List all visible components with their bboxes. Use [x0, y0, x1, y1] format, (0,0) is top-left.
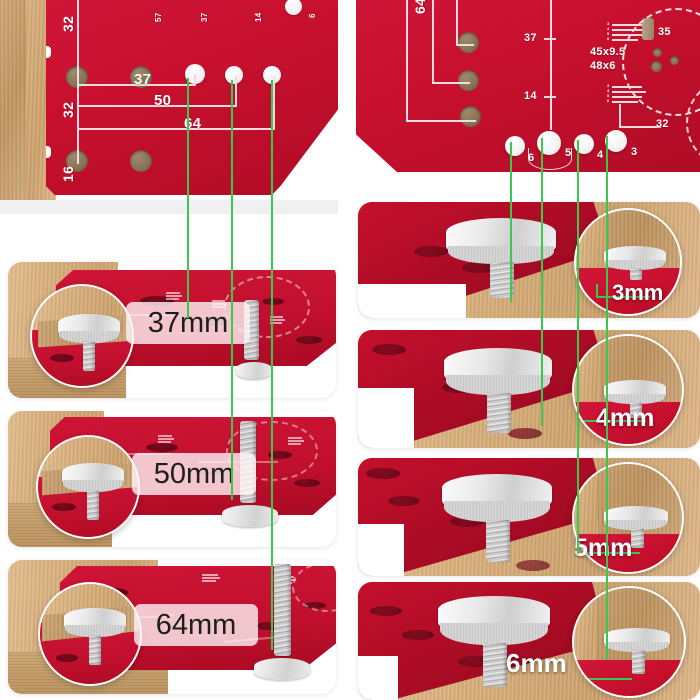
hole-caption-5-right: 5 — [565, 147, 572, 159]
post-base-37mm — [236, 362, 272, 379]
dim-label-32-right: 32 — [656, 118, 669, 130]
dim-label-16-left: 16 — [60, 165, 76, 182]
wood-edge-left — [0, 0, 26, 200]
callout-card-5mm[interactable]: 5mm — [358, 458, 700, 576]
thumb-screw-4mm — [444, 348, 552, 434]
magnifier-6mm — [572, 586, 686, 698]
callout-card-4mm[interactable]: 4mm — [358, 330, 700, 448]
callout-label-64mm: 64mm — [134, 604, 258, 646]
magnifier-64mm — [38, 582, 142, 686]
seam-left — [0, 200, 338, 214]
threaded-post-64mm — [274, 564, 291, 656]
dim-label-37-left: 37 — [134, 71, 152, 88]
dim-label-32-upper-left: 32 — [60, 15, 76, 32]
dim-label-35-right: 35 — [658, 26, 671, 38]
callout-card-3mm[interactable]: 3mm — [358, 202, 700, 318]
dim-label-14-left: 14 — [254, 12, 263, 23]
marker-hole-3 — [605, 130, 627, 152]
post-base-50mm — [222, 505, 278, 527]
dim-label-37-right: 37 — [524, 32, 537, 44]
leader-line-5mm — [577, 140, 579, 554]
dim-label-50-left: 50 — [154, 92, 172, 109]
thumb-screw-6mm — [438, 596, 550, 688]
thumb-screw-5mm — [442, 474, 552, 564]
magnifier-4mm — [572, 334, 684, 446]
post-base-64mm — [254, 658, 310, 680]
leader-line-64mm — [271, 80, 273, 650]
marker-hole-4 — [574, 134, 594, 154]
callout-label-6mm: 6mm — [506, 648, 567, 678]
leader-line-4mm — [541, 138, 543, 426]
callout-label-4mm: 4mm — [596, 404, 655, 432]
leader-line-3mm — [510, 142, 512, 302]
leader-line-50mm — [231, 80, 233, 500]
hole-caption-3-right: 3 — [631, 146, 638, 158]
magnifier-3mm — [574, 208, 682, 316]
marker-hole-6 — [505, 136, 525, 156]
callout-card-37mm[interactable]: 37mm — [8, 262, 336, 398]
slot-spec-45x95: 45x9.5 — [590, 46, 626, 58]
leader-line-6mm — [606, 136, 608, 660]
jig-plate-left: 37 50 64 32 32 16 57 37 14 6 — [46, 0, 338, 195]
hole-caption-4-right: 4 — [597, 149, 604, 161]
callout-label-3mm: 3mm — [612, 280, 664, 305]
magnifier-50mm — [36, 435, 140, 539]
thumb-screw-3mm — [446, 218, 556, 302]
leader-line-37mm — [187, 78, 189, 318]
dim-label-32-lower-left: 32 — [60, 101, 76, 118]
dim-label-64-right: 64 — [412, 0, 428, 14]
dim-label-14-right: 14 — [524, 90, 537, 102]
callout-label-50mm: 50mm — [132, 453, 256, 495]
dim-label-37-small-left: 37 — [200, 12, 209, 23]
callout-card-50mm[interactable]: 50mm — [8, 411, 336, 547]
panel-top-left: 37 50 64 32 32 16 57 37 14 6 — [0, 0, 338, 200]
magnifier-37mm — [30, 284, 134, 388]
slot-spec-48x6: 48x6 — [590, 60, 616, 72]
callout-label-5mm: 5mm — [574, 534, 633, 562]
magnifier-5mm — [572, 462, 684, 574]
callout-card-64mm[interactable]: 64mm — [8, 560, 336, 694]
hole-caption-6-left: 6 — [308, 13, 317, 18]
dim-label-57-left: 57 — [154, 12, 163, 23]
callout-card-6mm[interactable]: 6mm — [358, 582, 700, 700]
hole-caption-6-right: 6 — [528, 152, 535, 164]
